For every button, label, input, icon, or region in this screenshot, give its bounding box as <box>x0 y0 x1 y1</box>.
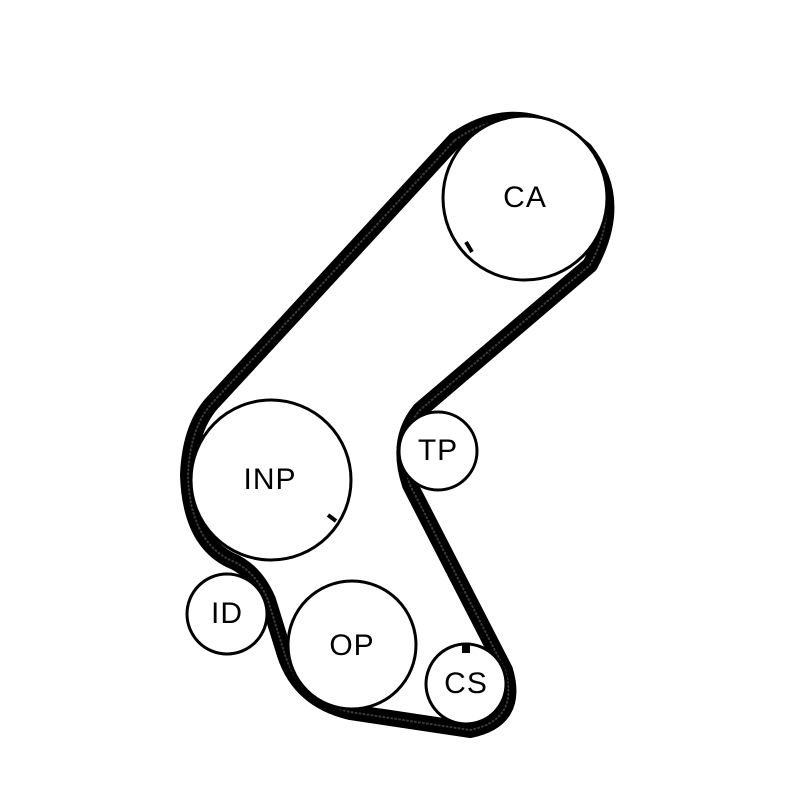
pulley-op-label: OP <box>329 629 374 662</box>
pulley-id-label: ID <box>211 597 243 630</box>
pulley-inp-circle <box>189 398 353 562</box>
pulley-op: OP <box>286 579 418 711</box>
pulley-ca-label: CA <box>503 181 547 214</box>
pulley-id: ID <box>185 572 269 656</box>
pulley-tp-circle <box>397 410 479 492</box>
pulley-inp-label: INP <box>243 463 296 496</box>
pulley-ca-circle <box>441 114 609 282</box>
pulley-tp: TP <box>397 410 479 492</box>
pulley-tp-label: TP <box>418 434 458 467</box>
pulley-ca: CA <box>441 114 609 282</box>
pulley-ca-timing-mark <box>464 240 474 254</box>
pulley-id-circle <box>185 572 269 656</box>
pulley-inp-timing-mark <box>326 513 338 523</box>
pulley-inp: INP <box>189 398 353 562</box>
pulley-cs-timing-mark <box>462 643 470 653</box>
pulley-op-circle <box>286 579 418 711</box>
pulley-cs-label: CS <box>444 667 488 700</box>
pulley-cs: CS <box>424 642 508 726</box>
